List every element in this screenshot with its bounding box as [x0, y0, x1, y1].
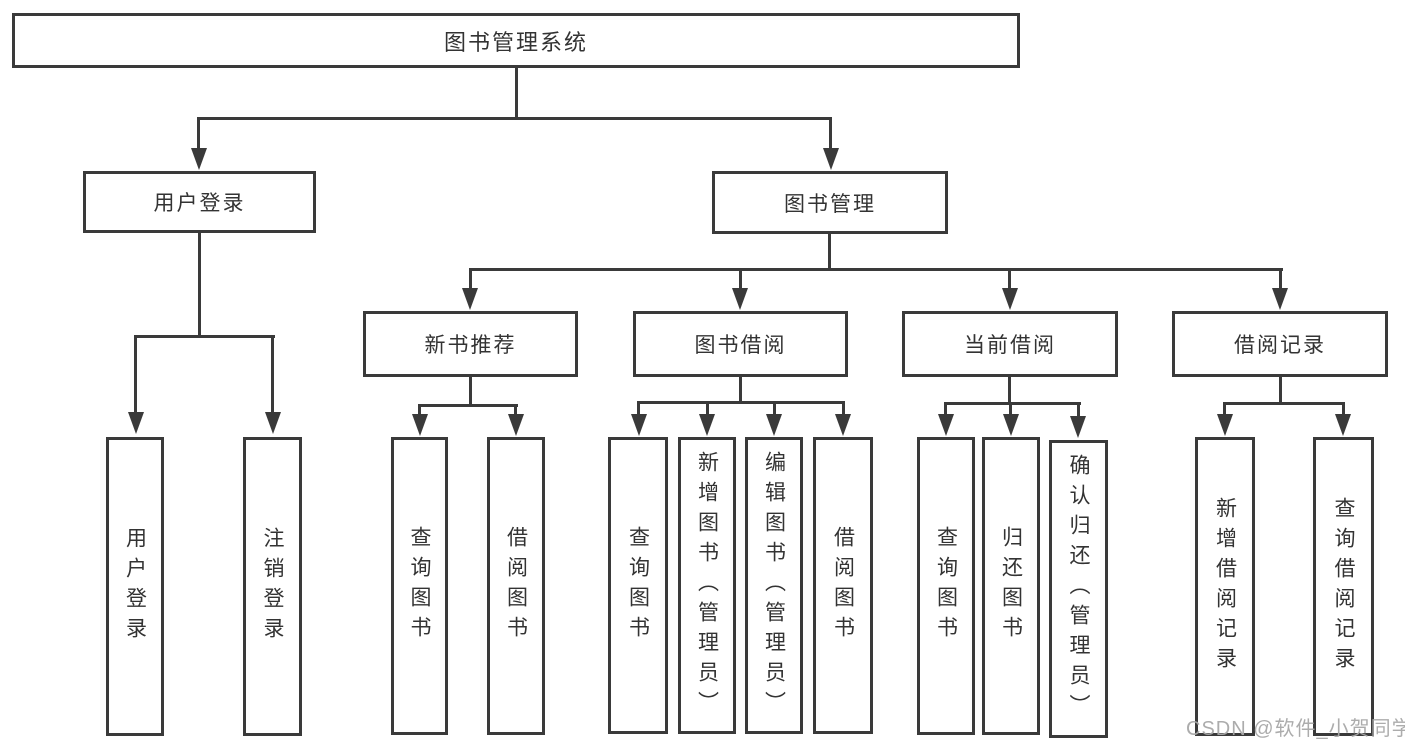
connector-line [1008, 268, 1011, 290]
node-label: 查询借阅记录 [1332, 496, 1355, 677]
node-logout: 注销登录 [243, 437, 302, 736]
node-label: 图书借阅 [694, 334, 787, 357]
connector-line [134, 336, 137, 414]
arrow-down-icon [1070, 416, 1086, 438]
node-label: 查询图书 [626, 525, 650, 646]
node-bb-query-book: 查询图书 [608, 437, 668, 734]
node-label: 当前借阅 [964, 334, 1056, 357]
node-bb-borrow-book: 借阅图书 [813, 437, 873, 734]
node-system-root: 图书管理系统 [12, 13, 1020, 68]
node-label: 确认归还（管理员） [1067, 454, 1090, 724]
arrow-down-icon [823, 148, 839, 170]
connector-line [637, 402, 640, 416]
node-label: 新增借阅记录 [1213, 496, 1237, 677]
connector-line [637, 401, 845, 404]
node-bb-edit-book-admin: 编辑图书（管理员） [745, 437, 803, 734]
node-cb-return-book: 归还图书 [982, 437, 1040, 735]
node-br-query-record: 查询借阅记录 [1313, 437, 1374, 736]
node-br-add-record: 新增借阅记录 [1195, 437, 1255, 736]
connector-line [1009, 403, 1012, 416]
node-new-book-recommend: 新书推荐 [363, 311, 578, 377]
connector-line [828, 234, 831, 270]
connector-line [1077, 403, 1080, 416]
connector-line [515, 67, 518, 120]
connector-line [1342, 403, 1345, 416]
node-user-login-action: 用户登录 [106, 437, 164, 736]
connector-line [197, 117, 832, 120]
connector-line [829, 117, 832, 151]
node-label: 用户登录 [123, 526, 147, 647]
node-label: 编辑图书（管理员） [762, 450, 786, 721]
arrow-down-icon [1272, 288, 1288, 310]
node-bb-add-book-admin: 新增图书（管理员） [678, 437, 736, 734]
connector-line [418, 404, 518, 407]
node-label: 新增图书（管理员） [695, 450, 719, 721]
connector-line [197, 117, 200, 151]
node-cb-query-book: 查询图书 [917, 437, 975, 735]
arrow-down-icon [412, 414, 428, 436]
connector-line [418, 405, 421, 416]
arrow-down-icon [835, 414, 851, 436]
connector-line [469, 377, 472, 407]
node-label: 借阅记录 [1234, 334, 1326, 357]
node-label: 用户登录 [153, 192, 246, 215]
arrow-down-icon [1003, 414, 1019, 436]
connector-line [469, 268, 472, 290]
csdn-watermark: CSDN @软件_小贺同学 [1186, 718, 1405, 740]
node-cb-confirm-return-admin: 确认归还（管理员） [1049, 440, 1108, 738]
arrow-down-icon [732, 288, 748, 310]
node-label: 归还图书 [999, 526, 1023, 646]
arrow-down-icon [265, 412, 281, 434]
connector-line [271, 336, 274, 414]
arrow-down-icon [699, 414, 715, 436]
arrow-down-icon [1217, 414, 1233, 436]
node-label: 借阅图书 [831, 525, 855, 646]
connector-line [739, 377, 742, 404]
connector-line [1279, 268, 1282, 290]
node-label: 注销登录 [261, 526, 284, 647]
node-label: 图书管理系统 [443, 29, 588, 55]
connector-line [1223, 403, 1226, 416]
connector-line [134, 335, 275, 338]
node-nbr-borrow-book: 借阅图书 [487, 437, 545, 735]
arrow-down-icon [191, 148, 207, 170]
connector-line [469, 268, 1283, 271]
arrow-down-icon [938, 414, 954, 436]
connector-line [944, 403, 947, 416]
connector-line [1223, 402, 1345, 405]
node-user-login: 用户登录 [83, 171, 316, 233]
node-label: 图书管理 [784, 192, 876, 216]
connector-line [198, 233, 201, 337]
connector-line [773, 402, 776, 416]
node-label: 查询图书 [934, 526, 958, 646]
arrow-down-icon [462, 288, 478, 310]
arrow-down-icon [631, 414, 647, 436]
node-current-borrow: 当前借阅 [902, 311, 1118, 377]
node-nbr-query-book: 查询图书 [391, 437, 448, 735]
arrow-down-icon [766, 414, 782, 436]
node-label: 新书推荐 [424, 334, 517, 357]
arrow-down-icon [1002, 288, 1018, 310]
connector-line [514, 405, 517, 416]
connector-line [944, 402, 1081, 405]
connector-line [706, 402, 709, 416]
arrow-down-icon [1335, 414, 1351, 436]
node-book-borrow: 图书借阅 [633, 311, 848, 377]
node-book-management: 图书管理 [712, 171, 948, 234]
connector-line [739, 268, 742, 290]
arrow-down-icon [128, 412, 144, 434]
connector-line [842, 402, 845, 416]
node-label: 查询图书 [408, 526, 431, 646]
connector-line [1279, 377, 1282, 404]
connector-line [1008, 377, 1011, 404]
node-borrow-records: 借阅记录 [1172, 311, 1388, 377]
arrow-down-icon [508, 414, 524, 436]
node-label: 借阅图书 [504, 526, 528, 646]
